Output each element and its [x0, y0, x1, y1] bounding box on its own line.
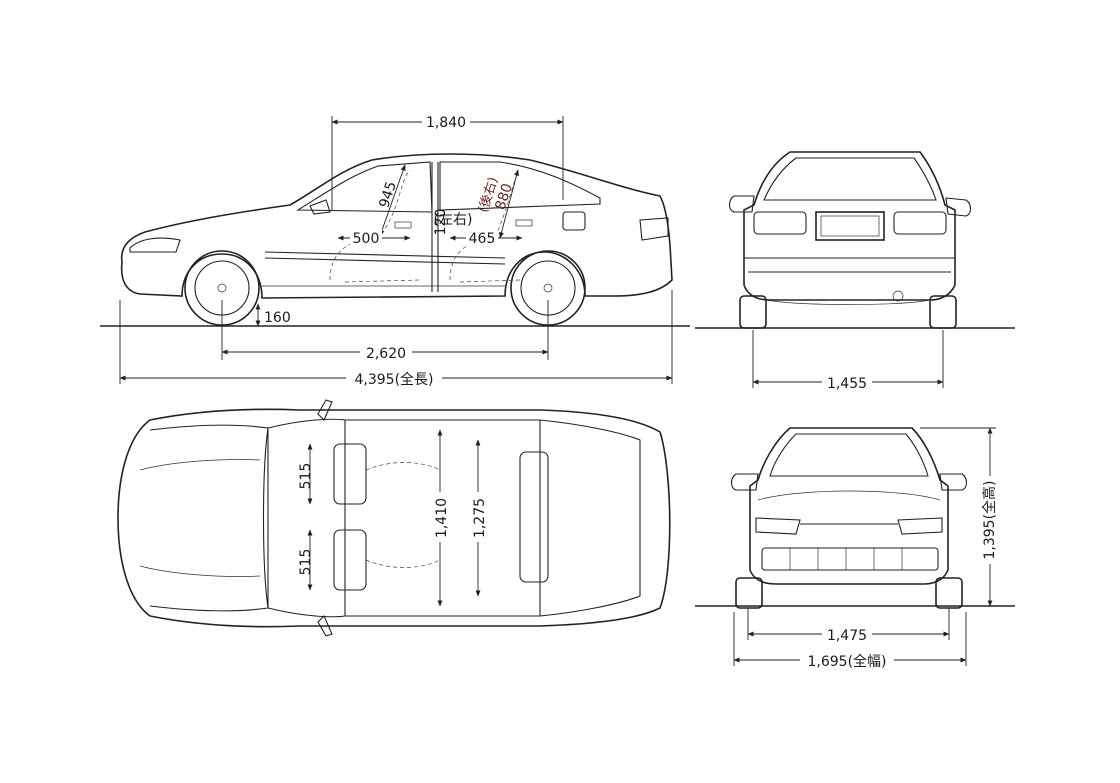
side-view: 1,840 945 880 (後右) (左右) 500 120 465 160 …: [100, 114, 690, 388]
dim-ground-clearance: 160: [264, 310, 291, 326]
front-seat-left: [333, 443, 367, 505]
dim-legroom-rear: 465: [469, 231, 496, 247]
side-windows: [296, 161, 601, 213]
dim-headroom-front: 945: [376, 180, 399, 210]
dim-overall-length: 4,395(全長): [354, 371, 433, 388]
top-mirror-left-icon: [317, 399, 333, 421]
dim-wheelbase: 2,620: [366, 346, 406, 362]
top-body-outline: [117, 408, 671, 628]
dim-center-gap: 120: [433, 209, 449, 236]
dim-front-track: 1,475: [827, 628, 867, 644]
side-body-outline: [120, 153, 673, 299]
taillight-side: [639, 217, 669, 241]
dim-legroom-front: 500: [353, 231, 380, 247]
front-seat-right: [333, 529, 367, 591]
front-tire-left: [735, 577, 763, 609]
dim-seat-width-front: 515: [298, 463, 314, 490]
headlight-left: [755, 517, 801, 535]
dim-overall-height: 1,395(全高): [981, 480, 998, 559]
rear-mirror-left-icon: [728, 195, 755, 213]
front-tire-right: [935, 577, 963, 609]
rear-license-plate: [815, 211, 885, 241]
dim-roof-length: 1,840: [426, 115, 466, 131]
dim-shoulder-rear: 1,275: [472, 498, 488, 538]
rear-tire-right: [929, 295, 957, 329]
fuel-door: [562, 211, 586, 231]
rear-tire-left: [739, 295, 767, 329]
headlight-side: [129, 237, 181, 253]
top-rear-window: [539, 419, 641, 617]
front-windshield: [769, 433, 929, 477]
rear-window: [763, 157, 937, 201]
headlight-right: [897, 517, 943, 535]
front-body-outline: [749, 427, 949, 585]
dim-overall-width: 1,695(全幅): [807, 653, 886, 670]
top-windshield: [267, 418, 346, 618]
dim-rear-track: 1,455: [827, 376, 867, 392]
front-mirror-right-icon: [939, 473, 968, 491]
front-mirror-left-icon: [730, 473, 759, 491]
dim-shoulder-front: 1,410: [434, 498, 450, 538]
dim-headroom-rear: 880: [492, 182, 515, 212]
side-mirror-icon: [309, 199, 331, 215]
front-seat-outline: [329, 169, 411, 281]
rear-body-outline: [743, 151, 956, 301]
top-view: 515 515 1,410 1,275: [117, 399, 671, 637]
rear-view: 1,455: [695, 151, 1015, 392]
front-bumper-grille: [761, 547, 939, 571]
top-roof: [345, 419, 541, 617]
dim-seat-width-rear: 515: [298, 549, 314, 576]
front-view: 1,475 1,695(全幅) 1,395(全高): [695, 427, 1015, 670]
label-left-right: (左右): [434, 212, 473, 228]
taillight-right: [893, 211, 947, 235]
rear-mirror-right-icon: [945, 197, 972, 217]
top-mirror-right-icon: [317, 615, 333, 637]
taillight-left: [753, 211, 807, 235]
rear-bench: [519, 451, 549, 583]
